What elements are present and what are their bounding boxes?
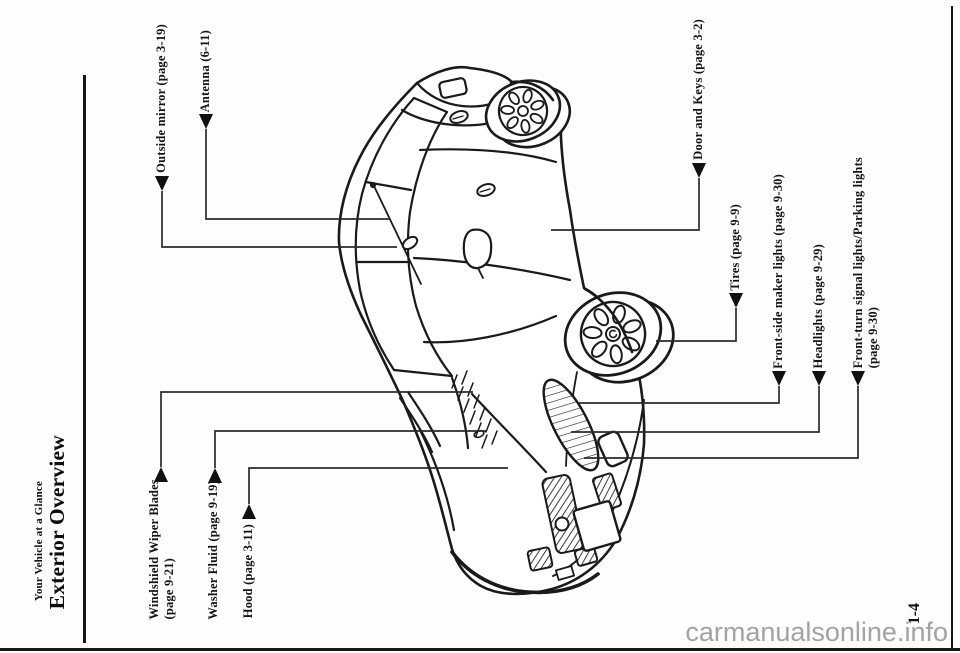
arrow-up-icon bbox=[154, 467, 168, 482]
section-eyebrow: Your Vehicle at a Glance bbox=[33, 480, 45, 601]
callout-line: (page 9-30) bbox=[866, 306, 880, 368]
callout-tires: Tires (page 9-9) bbox=[728, 204, 742, 291]
leader-lines bbox=[160, 129, 859, 504]
callout-line: Windshield Wiper Blades bbox=[147, 479, 161, 620]
arrow-down-icon bbox=[729, 293, 743, 308]
callout-windshield-wiper-blades: Windshield Wiper Blades (page 9-21) bbox=[147, 479, 177, 620]
arrow-down-icon bbox=[772, 371, 786, 386]
front-door-cut bbox=[412, 256, 572, 282]
callout-front-side-maker-lights: Front-side maker lights (page 9-30) bbox=[771, 174, 785, 369]
door-handle bbox=[449, 110, 469, 124]
page-title: Exterior Overview bbox=[45, 434, 69, 609]
antenna bbox=[369, 181, 422, 285]
page-bottom-border bbox=[0, 648, 960, 651]
callout-antenna: Antenna (6-11) bbox=[198, 29, 212, 112]
license-plate bbox=[572, 500, 622, 552]
arrow-up-icon bbox=[208, 468, 222, 483]
arrow-down-icon bbox=[692, 163, 706, 178]
headlight-cluster bbox=[542, 378, 600, 472]
callout-outside-mirror: Outside mirror (page 3-19) bbox=[154, 24, 168, 173]
watermark-text: carmanualsonline.info bbox=[685, 617, 948, 647]
rear-door-cut bbox=[418, 148, 558, 164]
page-right-border bbox=[951, 6, 953, 650]
car-body-group bbox=[337, 65, 675, 596]
front-wheel bbox=[563, 291, 675, 384]
callout-line: Front-turn signal lights/Parking lights bbox=[851, 156, 865, 368]
door-handle bbox=[476, 183, 496, 197]
wiper-blades bbox=[451, 370, 498, 449]
callout-line: (page 9-21) bbox=[162, 558, 176, 620]
outside-mirror-near bbox=[462, 228, 493, 270]
arrow-down-icon bbox=[851, 371, 865, 386]
rear-plate-garnish bbox=[438, 77, 468, 99]
callout-headlights: Headlights (page 9-29) bbox=[811, 244, 825, 369]
callout-hood: Hood (page 3-11) bbox=[241, 523, 255, 618]
rear-wheel bbox=[484, 79, 572, 149]
callout-front-turn-signal-lights: Front-turn signal lights/Parking lights … bbox=[851, 157, 881, 368]
fender-crease bbox=[470, 392, 548, 474]
arrow-down-icon bbox=[199, 114, 213, 129]
tow-hook-cap bbox=[554, 516, 570, 532]
callout-arrows bbox=[154, 114, 865, 519]
header-rule bbox=[83, 75, 86, 643]
arrow-down-icon bbox=[155, 176, 169, 191]
callout-door-and-keys: Door and Keys (page 3-2) bbox=[691, 19, 705, 160]
fender-cut bbox=[422, 314, 558, 344]
callout-washer-fluid: Washer Fluid (page 9-19) bbox=[206, 480, 220, 620]
arrow-up-icon bbox=[242, 504, 256, 519]
arrow-down-icon bbox=[812, 371, 826, 386]
hood-cut bbox=[418, 428, 456, 532]
